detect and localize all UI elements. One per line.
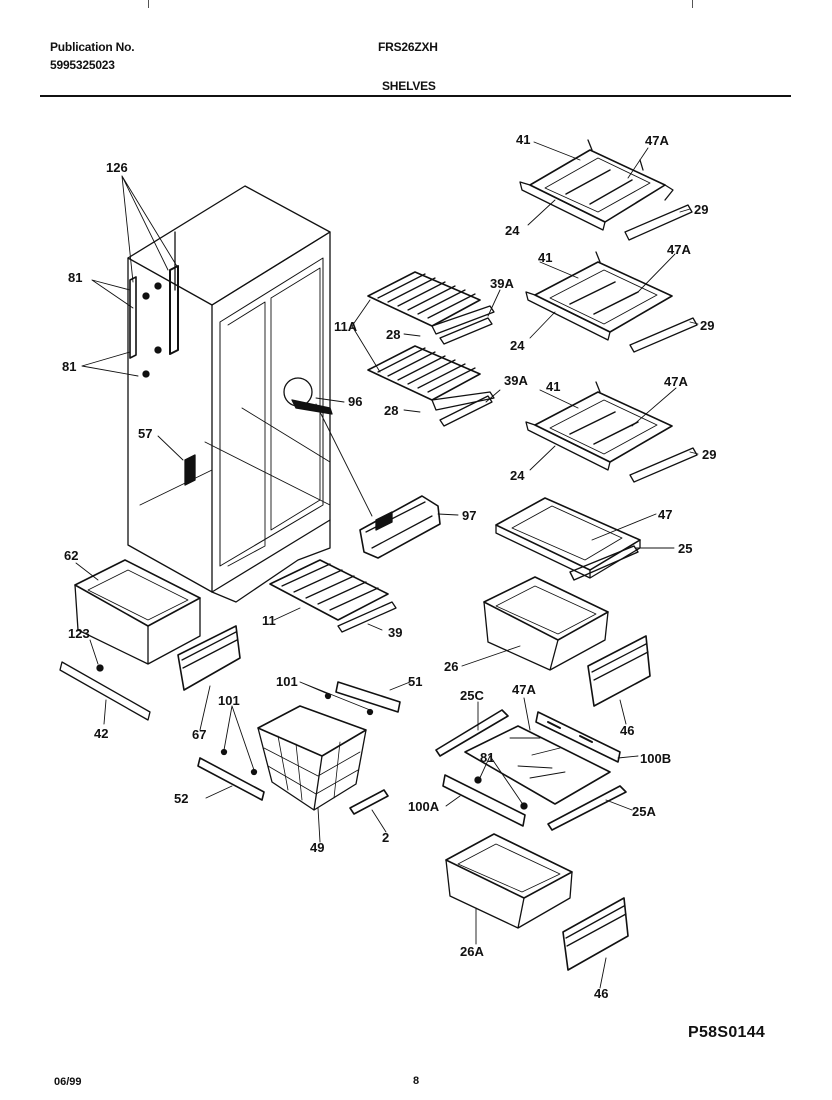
label-101-upper: 101 xyxy=(276,674,298,689)
ice-deflector-96 xyxy=(283,377,373,517)
diagram-code: P58S0144 xyxy=(688,1024,766,1041)
glass-shelf-set-1 xyxy=(519,139,693,241)
footer-page-number: 8 xyxy=(413,1075,420,1087)
label-41-set1: 41 xyxy=(516,132,530,147)
bracket-52 xyxy=(197,748,265,801)
label-25: 25 xyxy=(678,541,692,556)
pan-26 xyxy=(483,576,609,671)
pan-front-46-lower xyxy=(562,897,629,971)
rail-25c xyxy=(435,709,509,757)
label-2: 2 xyxy=(382,830,389,845)
label-123: 123 xyxy=(68,626,90,641)
crop-mark-left xyxy=(148,0,149,8)
label-24-set2: 24 xyxy=(510,338,525,353)
label-29-set1: 29 xyxy=(694,202,708,217)
label-24-set1: 24 xyxy=(505,223,520,238)
pan-front-67 xyxy=(177,625,241,691)
label-97: 97 xyxy=(462,508,476,523)
wire-shelf-11a-lower xyxy=(367,345,495,411)
label-39a-lower: 39A xyxy=(504,373,528,388)
wire-basket-49 xyxy=(257,705,367,811)
footer-date: 06/99 xyxy=(54,1076,82,1088)
label-57: 57 xyxy=(138,426,152,441)
bracket-100a xyxy=(442,774,528,827)
label-47a-set2: 47A xyxy=(667,242,691,257)
label-47a-set3: 47A xyxy=(664,374,688,389)
label-26: 26 xyxy=(444,659,458,674)
glass-47a-lower xyxy=(464,725,611,805)
label-49: 49 xyxy=(310,840,324,855)
label-29-set2: 29 xyxy=(700,318,714,333)
wire-shelf-11a-upper xyxy=(367,271,495,335)
door-rail-126 xyxy=(129,265,179,359)
label-11a: 11A xyxy=(334,319,358,334)
bracket-51 xyxy=(324,681,401,716)
section-title: SHELVES xyxy=(382,79,436,93)
glass-shelf-set-2 xyxy=(525,251,698,353)
leader-lines xyxy=(75,141,699,989)
publication-number: 5995325023 xyxy=(50,58,115,72)
label-101-lower: 101 xyxy=(218,693,240,708)
publication-label: Publication No. xyxy=(50,40,135,54)
label-81-upper: 81 xyxy=(68,270,82,285)
label-25c: 25C xyxy=(460,688,484,703)
crisper-cover-47 xyxy=(495,497,641,581)
label-41-set3: 41 xyxy=(546,379,560,394)
crop-mark-right xyxy=(692,0,693,8)
cabinet xyxy=(127,185,331,603)
pan-front-46-upper xyxy=(587,635,651,707)
label-29-set3: 29 xyxy=(702,447,716,462)
label-42: 42 xyxy=(94,726,108,741)
pin-2 xyxy=(349,789,389,815)
part-labels: 126 81 81 57 11A 28 28 39A 39A 96 97 41 … xyxy=(62,132,716,1001)
trim-39a xyxy=(439,317,493,427)
model-number: FRS26ZXH xyxy=(378,40,438,54)
label-96: 96 xyxy=(348,394,362,409)
label-46-lower: 46 xyxy=(594,986,608,1001)
label-39a-upper: 39A xyxy=(490,276,514,291)
pan-62 xyxy=(74,559,201,665)
label-81-lower: 81 xyxy=(62,359,76,374)
glass-shelf-set-3 xyxy=(525,381,698,483)
label-47a-set1: 47A xyxy=(645,133,669,148)
label-47a-lower: 47A xyxy=(512,682,536,697)
rail-25a xyxy=(547,785,627,831)
label-28-lower: 28 xyxy=(384,403,398,418)
support-42 xyxy=(59,661,151,721)
label-26a: 26A xyxy=(460,944,484,959)
label-25a: 25A xyxy=(632,804,656,819)
label-39: 39 xyxy=(388,625,402,640)
label-51: 51 xyxy=(408,674,422,689)
label-47: 47 xyxy=(658,507,672,522)
label-28-upper: 28 xyxy=(386,327,400,342)
label-100a: 100A xyxy=(408,799,440,814)
label-62: 62 xyxy=(64,548,78,563)
label-41-set2: 41 xyxy=(538,250,552,265)
screws-81 xyxy=(142,282,162,378)
label-100b: 100B xyxy=(640,751,671,766)
bracket-100b xyxy=(535,711,621,763)
label-126: 126 xyxy=(106,160,128,175)
label-81-crisper: 81 xyxy=(480,750,494,765)
wire-shelf-11 xyxy=(269,559,397,633)
header-rule xyxy=(40,95,791,97)
label-52: 52 xyxy=(174,791,188,806)
pan-26a xyxy=(445,833,573,929)
label-67: 67 xyxy=(192,727,206,742)
label-46-upper: 46 xyxy=(620,723,634,738)
ice-chute-97 xyxy=(359,495,441,559)
label-11: 11 xyxy=(262,613,276,628)
label-24-set3: 24 xyxy=(510,468,525,483)
